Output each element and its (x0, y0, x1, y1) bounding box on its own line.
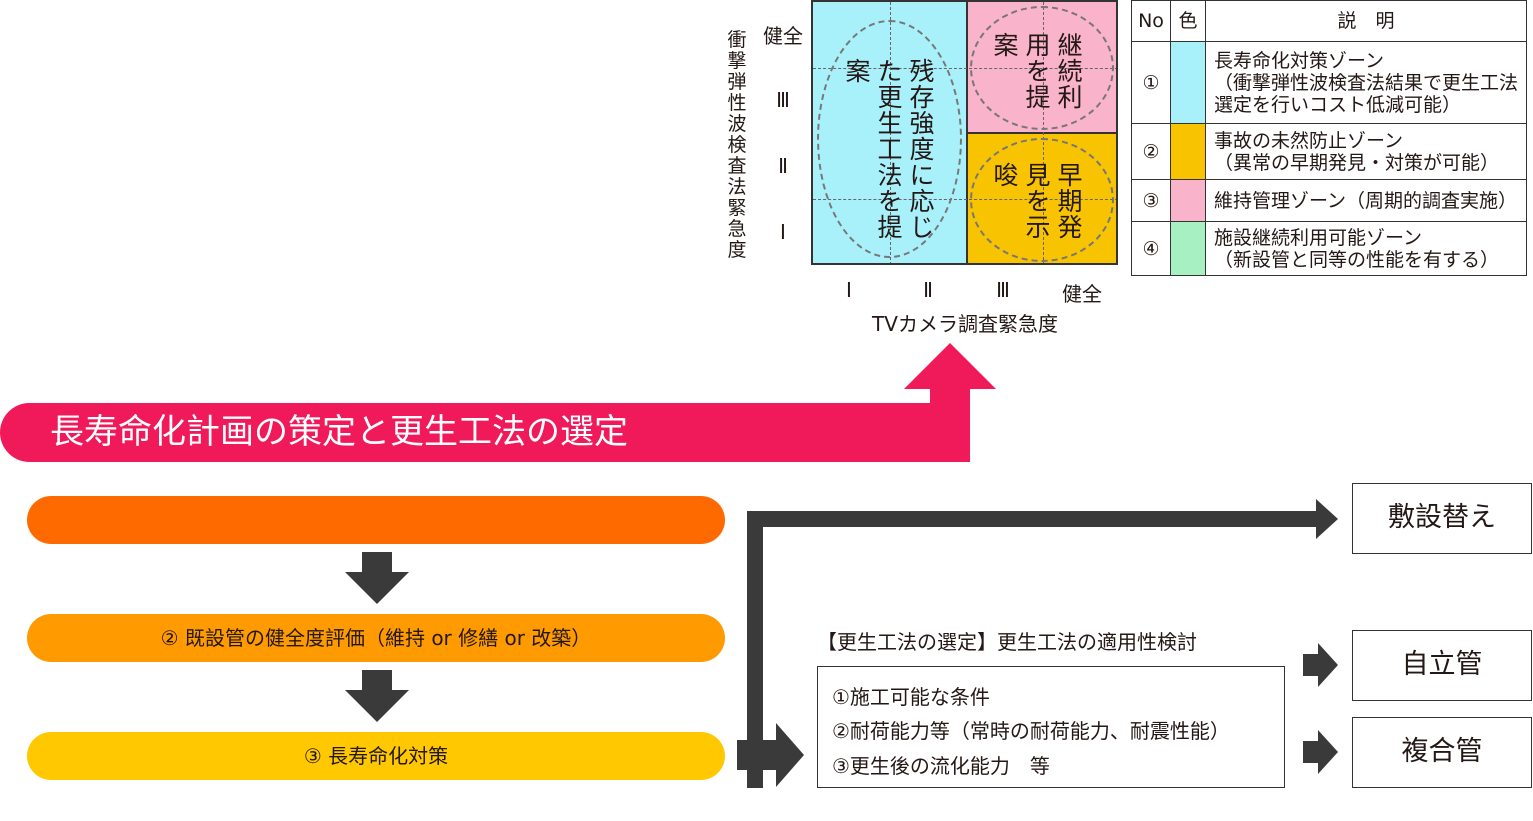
zone1-text: 残存強度に応じた更生工法を提案 (842, 58, 935, 240)
urgency-matrix: 残存強度に応じた更生工法を提案 継続利用を提案 早期発見を示唆 (811, 0, 1118, 265)
zone2-text: 早期発見を示唆 (990, 162, 1083, 240)
legend-no: ① (1131, 41, 1171, 124)
legend-color-swatch (1170, 123, 1206, 180)
zone1-ellipse (817, 20, 962, 258)
selection-title: 【更生工法の選定】更生工法の適用性検討 (817, 630, 1197, 654)
legend-row: ① 長寿命化対策ゾーン（衝撃弾性波検査法結果で更生工法選定を行いコスト低減可能） (1131, 41, 1527, 124)
legend-color-swatch (1170, 221, 1206, 276)
legend-table: No 色 説 明 ① 長寿命化対策ゾーン（衝撃弾性波検査法結果で更生工法選定を行… (1131, 0, 1527, 276)
x-tick-1: Ⅰ (846, 278, 852, 302)
x-tick-3: Ⅲ (996, 278, 1010, 302)
legend-desc: 長寿命化対策ゾーン（衝撃弾性波検査法結果で更生工法選定を行いコスト低減可能） (1205, 41, 1527, 124)
x-axis-label: TVカメラ調査緊急度 (872, 312, 1058, 336)
legend-no: ③ (1131, 179, 1171, 222)
arrow-right-icon (1316, 499, 1338, 539)
arrow-right-icon (776, 723, 804, 787)
condition-item: ②耐荷能力等（常時の耐荷能力、耐震性能） (832, 719, 1230, 743)
legend-header-row: No 色 説 明 (1131, 0, 1527, 42)
arrow-right-icon (1318, 730, 1338, 774)
legend-desc: 事故の未然防止ゾーン（異常の早期発見・対策が可能） (1205, 123, 1527, 180)
step3-arrow-stem (737, 740, 777, 770)
outcome-composite-pipe: 複合管 (1352, 717, 1532, 788)
arrow-stem (1303, 741, 1319, 763)
legend-color-swatch (1170, 179, 1206, 222)
legend-color-swatch (1170, 41, 1206, 124)
zone2-ellipse (970, 138, 1114, 262)
step-2-health-evaluation: ② 既設管の健全度評価（維持 or 修繕 or 改築） (27, 614, 725, 662)
legend-desc: 維持管理ゾーン（周期的調査実施） (1205, 179, 1527, 222)
legend-row: ④ 施設継続利用可能ゾーン（新設管と同等の性能を有する） (1131, 221, 1527, 276)
flow-connector (747, 511, 763, 788)
legend-desc: 施設継続利用可能ゾーン（新設管と同等の性能を有する） (1205, 221, 1527, 276)
zone3-ellipse (970, 6, 1114, 130)
banner-arrow-head-icon (904, 343, 996, 389)
y-tick-1: Ⅰ (780, 220, 786, 244)
y-axis-label: 衝撃弾性波検査法緊急度 (727, 29, 747, 261)
y-tick-3: Ⅲ (776, 88, 790, 112)
arrow-right-icon (1318, 643, 1338, 687)
step-1-bar (27, 496, 725, 544)
arrow-stem (1303, 654, 1319, 676)
legend-no: ④ (1131, 221, 1171, 276)
condition-item: ①施工可能な条件 (832, 685, 990, 709)
plan-banner (0, 403, 970, 462)
zone3-text: 継続利用を提案 (990, 32, 1083, 110)
selection-conditions: ①施工可能な条件 ②耐荷能力等（常時の耐荷能力、耐震性能） ③更生後の流化能力 … (817, 666, 1285, 788)
y-tick-2: Ⅱ (778, 154, 788, 178)
legend-row: ③ 維持管理ゾーン（周期的調査実施） (1131, 179, 1527, 222)
outcome-self-standing-pipe: 自立管 (1352, 630, 1532, 701)
legend-header-desc: 説 明 (1205, 0, 1527, 42)
legend-row: ② 事故の未然防止ゾーン（異常の早期発見・対策が可能） (1131, 123, 1527, 180)
flow-connector-top (747, 511, 1317, 527)
banner-arrow-stem (930, 385, 970, 415)
legend-header-color: 色 (1170, 0, 1206, 42)
condition-item: ③更生後の流化能力 等 (832, 754, 1050, 778)
x-tick-2: Ⅱ (923, 278, 933, 302)
legend-no: ② (1131, 123, 1171, 180)
outcome-replace: 敷設替え (1352, 483, 1532, 554)
plan-banner-title: 長寿命化計画の策定と更生工法の選定 (50, 412, 628, 452)
y-tick-healthy: 健全 (763, 24, 803, 48)
step-3-life-extension: ③ 長寿命化対策 (27, 732, 725, 780)
x-tick-healthy: 健全 (1062, 282, 1102, 306)
legend-header-no: No (1131, 0, 1171, 42)
